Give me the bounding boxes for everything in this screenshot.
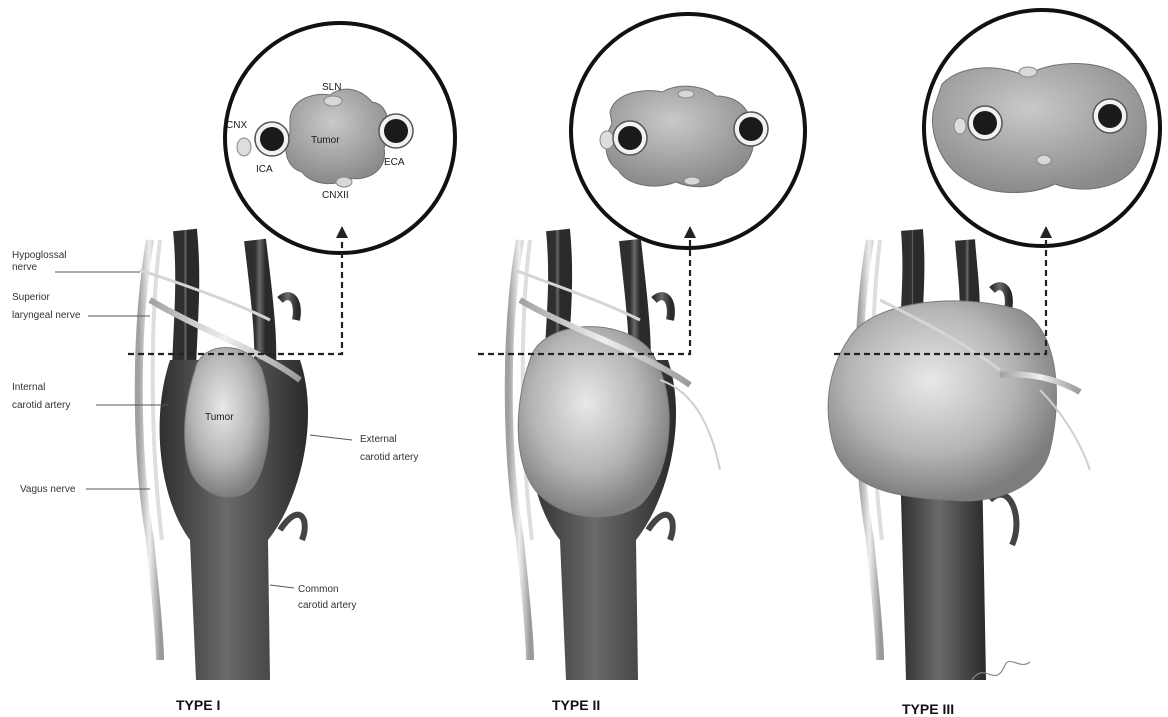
inset-type-2	[571, 14, 805, 248]
panel-type-2: TYPE II	[478, 14, 805, 713]
label-external-line1: External	[360, 434, 397, 445]
label-external-line2: carotid artery	[360, 452, 418, 463]
label-hypoglossal-line2: nerve	[12, 262, 37, 273]
anatomy-type-3	[828, 230, 1090, 680]
anatomy-type-2	[509, 230, 720, 680]
label-superior-line1: Superior	[12, 292, 50, 303]
inset-label-ica: ICA	[256, 164, 273, 175]
inset-type-1: SLN CNX Tumor ICA ECA CNXII	[225, 23, 455, 253]
label-common-line2: carotid artery	[298, 600, 356, 611]
type-label-1: TYPE I	[176, 697, 220, 713]
anatomy-type-1	[139, 230, 308, 680]
panel-type-1: SLN CNX Tumor ICA ECA CNXII	[12, 23, 455, 713]
panel-type-3: TYPE III	[828, 10, 1160, 717]
inset-label-sln: SLN	[322, 82, 341, 93]
label-tumor: Tumor	[205, 412, 234, 423]
type-label-2: TYPE II	[552, 697, 600, 713]
type-label-3: TYPE III	[902, 701, 954, 717]
inset-label-tumor: Tumor	[311, 135, 340, 146]
label-internal-line2: carotid artery	[12, 400, 70, 411]
label-vagus: Vagus nerve	[20, 484, 76, 495]
label-common-line1: Common	[298, 584, 339, 595]
label-superior-line2: laryngeal nerve	[12, 310, 81, 321]
tumor-type-2	[518, 327, 669, 517]
inset-label-cnx: CNX	[226, 120, 247, 131]
inset-label-cnxii: CNXII	[322, 190, 349, 201]
label-internal-line1: Internal	[12, 382, 45, 393]
inset-type-3	[924, 10, 1160, 246]
inset-label-eca: ECA	[384, 157, 405, 168]
label-hypoglossal-line1: Hypoglossal	[12, 250, 66, 261]
